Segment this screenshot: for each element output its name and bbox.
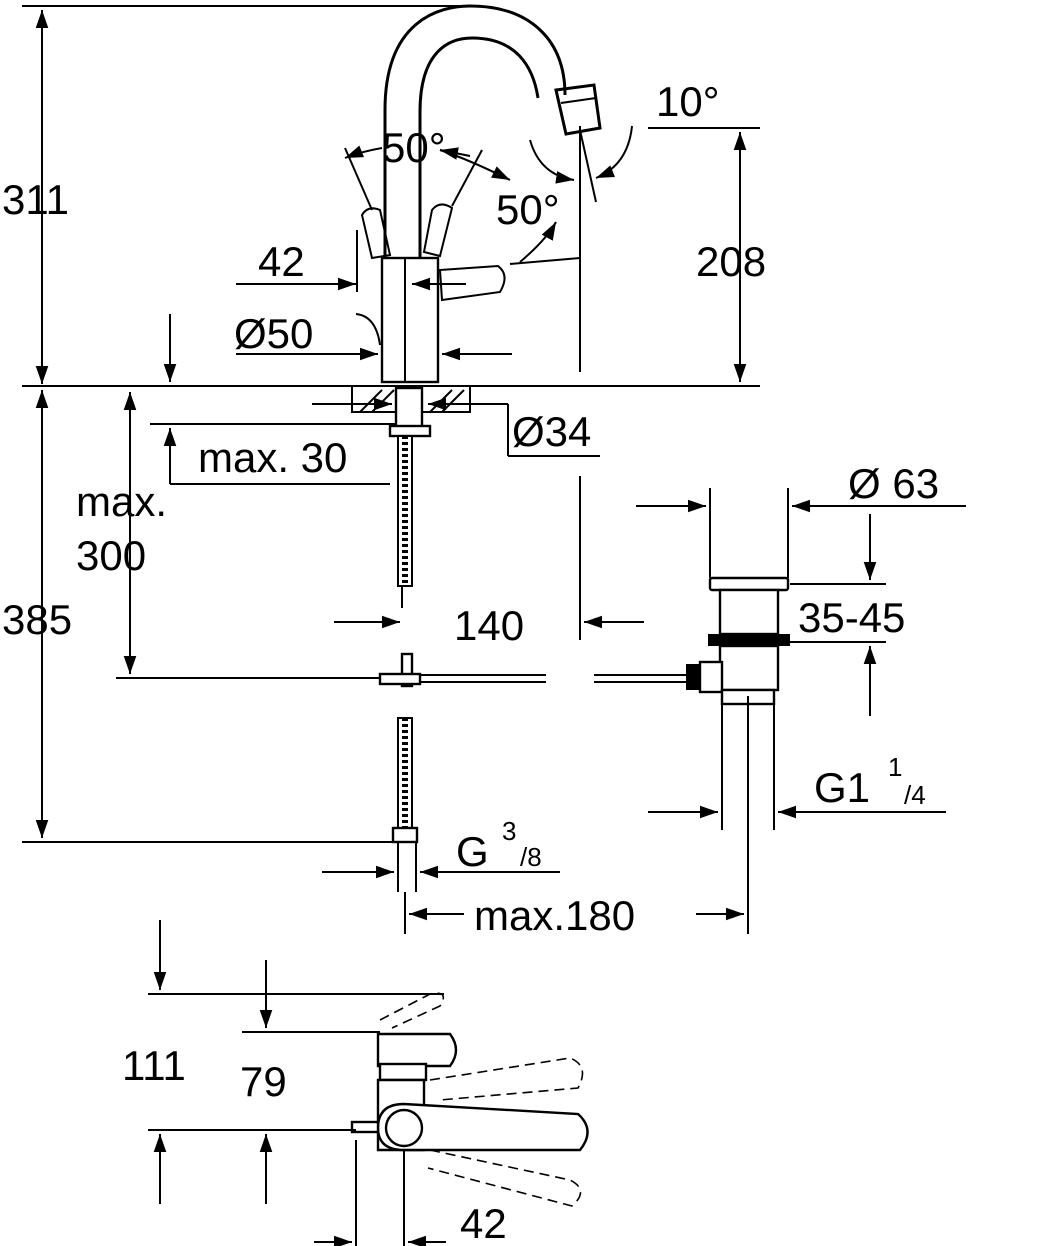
dim-max-180: max.180 [474, 892, 635, 939]
faucet-top-view [148, 920, 589, 1246]
dim-swing-50-left: 50° [382, 124, 446, 171]
dim-208: 208 [696, 238, 766, 285]
dimension-labels: 311 385 208 10° 50° 50° 42 Ø50 Ø34 max. … [2, 78, 939, 1246]
waste-fitting [686, 576, 790, 830]
dim-g1-main: G1 [814, 764, 870, 811]
dim-max-30: max. 30 [198, 434, 347, 481]
dim-angle-10: 10° [656, 78, 720, 125]
handle-right-position [422, 203, 454, 258]
dim-111: 111 [122, 1042, 186, 1089]
dim-swing-50-right: 50° [496, 186, 560, 233]
dim-g1-num: 1 [888, 752, 902, 782]
dim-d63: Ø 63 [848, 460, 939, 507]
faucet-body [380, 256, 440, 384]
handle-left-position [360, 207, 392, 260]
dim-311: 311 [2, 176, 69, 223]
dim-max-300-line1: max. [76, 478, 167, 525]
dim-35-45: 35-45 [798, 594, 905, 641]
dim-385: 385 [2, 596, 72, 643]
dim-max-300-line2: 300 [76, 532, 146, 579]
dim-g38-num: 3 [502, 816, 516, 846]
dim-42-body: 42 [258, 238, 305, 285]
dim-140: 140 [454, 602, 524, 649]
handle-side-position [438, 264, 506, 302]
dim-42-top: 42 [460, 1200, 507, 1246]
dim-g38-den: /8 [520, 842, 542, 872]
aerator [554, 83, 602, 136]
dimension-lines-front [22, 5, 966, 934]
faucet-elevation [22, 4, 760, 892]
dim-g38-main: G [456, 828, 489, 875]
dim-g1-den: /4 [904, 780, 926, 810]
spout-inner [418, 36, 540, 258]
dim-d50: Ø50 [234, 310, 313, 357]
dim-79: 79 [240, 1058, 287, 1105]
dim-d34: Ø34 [512, 408, 591, 455]
